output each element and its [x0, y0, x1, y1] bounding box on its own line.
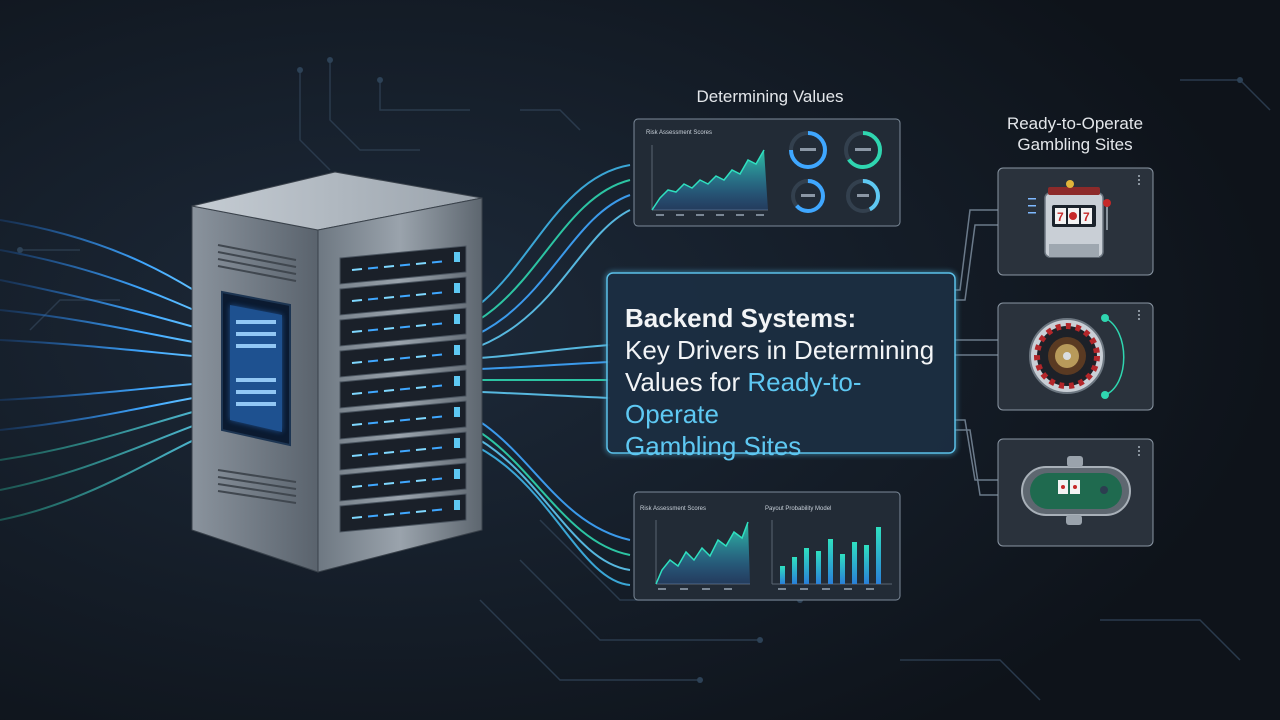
- bottom-right-title: Payout Probability Model: [765, 506, 831, 512]
- circuit-nodes: [17, 57, 1243, 683]
- headline-line1: Backend Systems:: [625, 303, 857, 333]
- slot-machine-card: 7 7: [997, 167, 1154, 276]
- bar: [792, 557, 797, 584]
- top-chart-title: Risk Assessment Scores: [646, 130, 712, 136]
- card-connectors: [955, 209, 998, 496]
- top-area-chart: [652, 150, 768, 210]
- bar: [804, 548, 809, 584]
- rack-unit: [339, 400, 467, 440]
- rack-unit: [339, 307, 467, 347]
- headline-line3: Values for Ready-to-Operate: [625, 366, 955, 430]
- rack-unit: [339, 462, 467, 502]
- headline-line3-plain: Values for: [625, 367, 748, 397]
- determining-values-title: Determining Values: [696, 87, 844, 106]
- gauge-2: [844, 131, 882, 169]
- bottom-left-title: Risk Assessment Scores: [640, 506, 706, 512]
- bar: [780, 566, 785, 584]
- svg-text:7: 7: [1083, 210, 1090, 224]
- rack-units: [339, 245, 467, 533]
- ready-sites-title: Ready-to-Operate Gambling Sites: [985, 113, 1165, 155]
- ready-sites-title-line1: Ready-to-Operate: [1006, 114, 1144, 133]
- bar-chart: [780, 527, 881, 584]
- rack-unit: [339, 245, 467, 285]
- rack-unit: [339, 431, 467, 471]
- slot-machine-icon: 7 7: [1044, 180, 1111, 258]
- headline-line3-accent: Ready-to-Operate: [625, 367, 862, 429]
- gauge-4: [846, 179, 880, 213]
- bottom-area-chart: [656, 522, 750, 584]
- bar: [876, 527, 881, 584]
- ready-sites-title-line2: Gambling Sites: [1017, 135, 1133, 154]
- bar: [840, 554, 845, 584]
- rack-unit: [339, 338, 467, 378]
- roulette-wheel-icon: [1029, 318, 1105, 394]
- bar: [864, 545, 869, 584]
- bar: [816, 551, 821, 584]
- bar: [852, 542, 857, 584]
- headline: Backend Systems: Key Drivers in Determin…: [625, 302, 955, 462]
- rack-unit: [339, 276, 467, 316]
- svg-text:7: 7: [1057, 210, 1064, 224]
- bottom-analytics-panel: Risk Assessment Scores Payout Probabilit…: [633, 491, 901, 601]
- headline-line2: Key Drivers in Determining: [625, 335, 935, 365]
- gauge-3: [791, 179, 825, 213]
- bar: [828, 539, 833, 584]
- gauge-1: [789, 131, 827, 169]
- rack-unit: [339, 369, 467, 409]
- headline-panel: [606, 272, 956, 454]
- roulette-card: [997, 302, 1154, 411]
- top-analytics-panel: Risk Assessment Scores: [633, 118, 901, 227]
- headline-line4: Gambling Sites: [625, 431, 802, 461]
- poker-table-card: [997, 438, 1154, 547]
- poker-table-icon: [1021, 456, 1131, 525]
- rack-unit: [339, 493, 467, 533]
